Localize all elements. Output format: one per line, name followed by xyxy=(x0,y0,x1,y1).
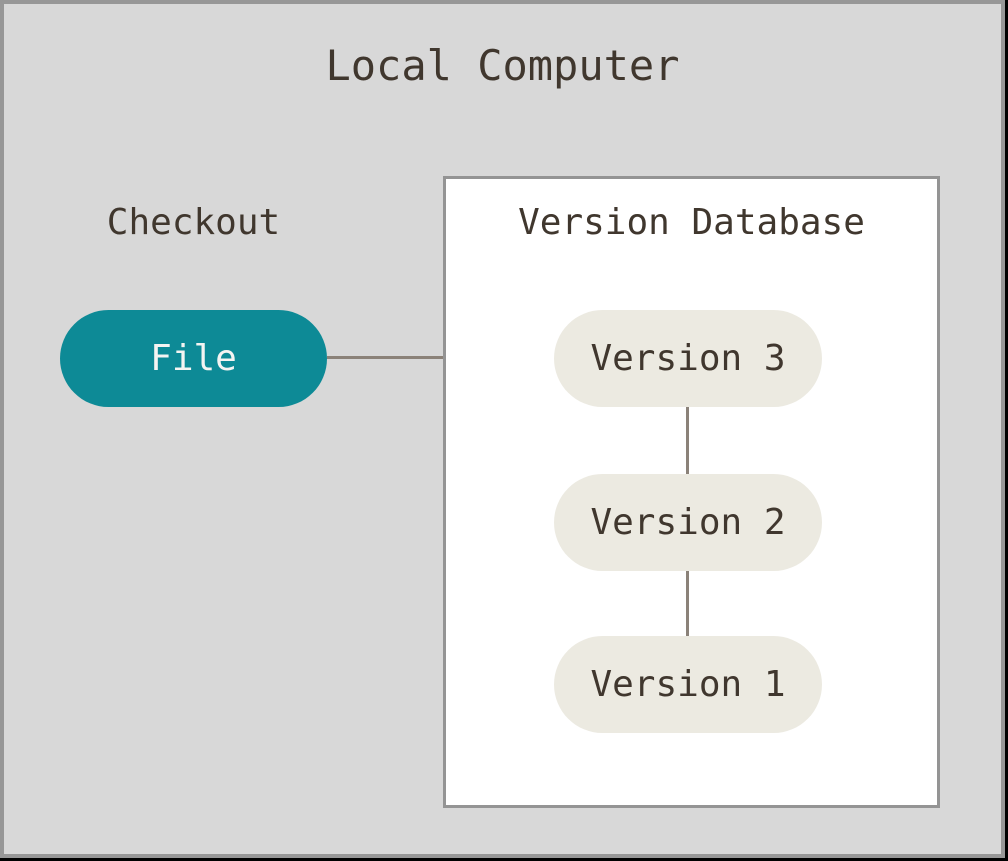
file-node-label: File xyxy=(150,338,237,379)
version-2-label: Version 2 xyxy=(590,502,785,543)
version-1-label: Version 1 xyxy=(590,664,785,705)
diagram-title: Local Computer xyxy=(4,42,1001,90)
connector-v2-v1 xyxy=(686,571,689,636)
version-3-node: Version 3 xyxy=(554,310,822,407)
version-database-box: Version Database Version 3 Version 2 Ver… xyxy=(443,176,940,808)
connector-v3-v2 xyxy=(686,407,689,474)
version-2-node: Version 2 xyxy=(554,474,822,571)
checkout-label: Checkout xyxy=(60,202,327,244)
file-node: File xyxy=(60,310,327,407)
version-3-label: Version 3 xyxy=(590,338,785,379)
version-database-title: Version Database xyxy=(446,202,937,244)
version-1-node: Version 1 xyxy=(554,636,822,733)
